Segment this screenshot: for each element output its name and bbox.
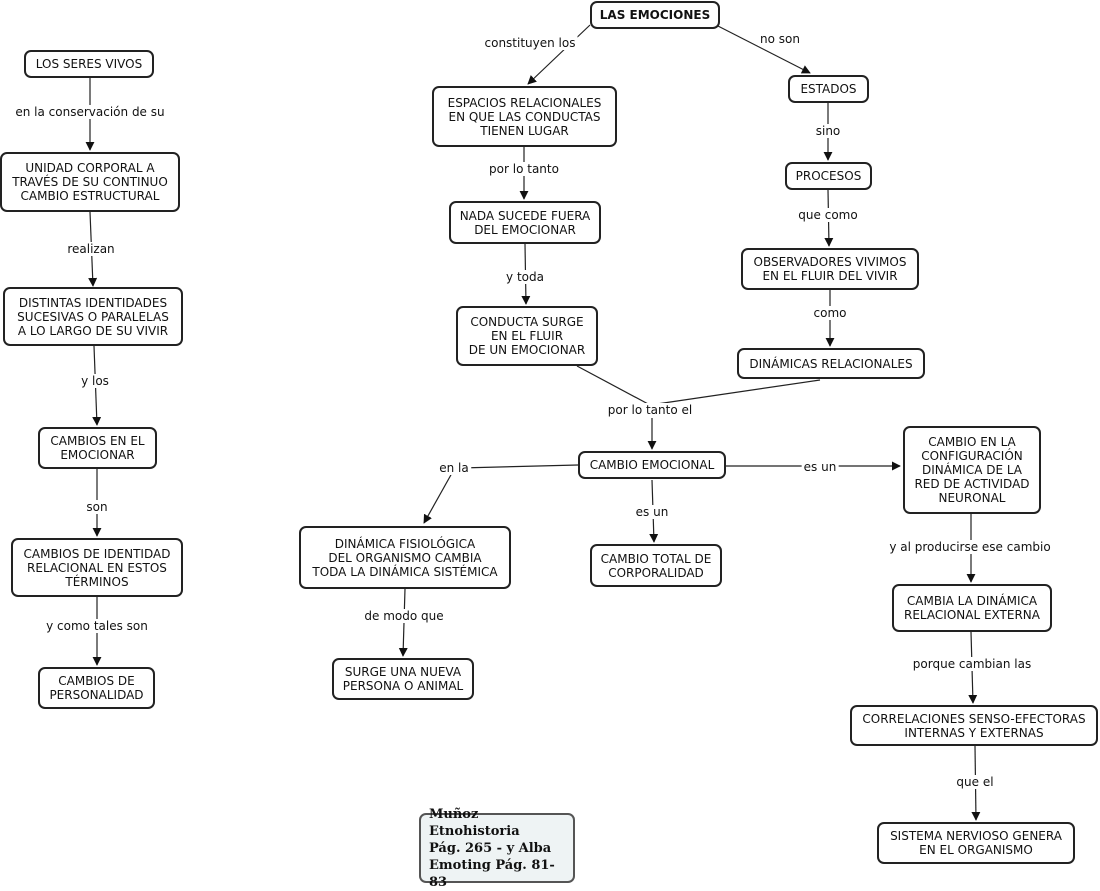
node-dinamica-fisiologica[interactable]: DINÁMICA FISIOLÓGICA DEL ORGANISMO CAMBI… [299,526,511,589]
node-seres-vivos[interactable]: LOS SERES VIVOS [24,50,154,78]
label-y-como-tales: y como tales son [44,619,150,633]
node-unidad-corporal[interactable]: UNIDAD CORPORAL A TRAVÉS DE SU CONTINUO … [0,152,180,212]
label-no-son: no son [758,32,802,46]
node-dinamicas-relacionales[interactable]: DINÁMICAS RELACIONALES [737,348,925,379]
label-porque-cambian: porque cambian las [910,657,1034,671]
node-nada-sucede[interactable]: NADA SUCEDE FUERA DEL EMOCIONAR [449,201,601,244]
node-cambios-identidad[interactable]: CAMBIOS DE IDENTIDAD RELACIONAL EN ESTOS… [11,538,183,597]
edge-dinamicas-join [649,379,821,406]
label-es-un-right: es un [801,460,839,474]
node-cambios-personalidad[interactable]: CAMBIOS DE PERSONALIDAD [38,667,155,709]
label-como: como [811,306,849,320]
node-sistema-nervioso[interactable]: SISTEMA NERVIOSO GENERA EN EL ORGANISMO [877,822,1075,864]
label-realizan: realizan [65,242,117,256]
label-en-la: en la [437,461,471,475]
label-en-conservacion: en la conservación de su [13,105,167,119]
reference-note: Muñoz Etnohistoria Pág. 265 - y Alba Emo… [419,807,575,890]
edge-cambio-fisio [459,464,579,469]
edge-conducta-join [576,365,651,406]
label-que-el: que el [954,775,996,789]
node-cambio-emocional[interactable]: CAMBIO EMOCIONAL [578,451,726,479]
node-observadores[interactable]: OBSERVADORES VIVIMOS EN EL FLUIR DEL VIV… [741,248,919,290]
label-y-toda: y toda [504,270,546,284]
node-espacios-relacionales[interactable]: ESPACIOS RELACIONALES EN QUE LAS CONDUCT… [432,86,617,147]
node-conducta-surge[interactable]: CONDUCTA SURGE EN EL FLUIR DE UN EMOCION… [456,306,598,366]
node-correlaciones[interactable]: CORRELACIONES SENSO-EFECTORAS INTERNAS Y… [850,705,1098,746]
node-estados[interactable]: ESTADOS [788,75,869,103]
node-cambia-dinamica[interactable]: CAMBIA LA DINÁMICA RELACIONAL EXTERNA [892,584,1052,632]
label-constituyen: constituyen los [482,36,578,50]
label-sino: sino [813,124,843,138]
node-procesos[interactable]: PROCESOS [785,162,872,190]
label-que-como: que como [796,208,860,222]
label-por-lo-tanto: por lo tanto [487,162,561,176]
node-distintas-identidades[interactable]: DISTINTAS IDENTIDADES SUCESIVAS O PARALE… [3,287,183,346]
label-y-al-producirse: y al producirse ese cambio [887,540,1053,554]
label-y-los: y los [79,374,111,388]
label-son: son [84,500,110,514]
label-es-un-down: es un [633,505,671,519]
edge-title-estados [715,24,811,74]
edge-title-espacios [527,24,591,85]
label-de-modo-que: de modo que [362,609,446,623]
node-cambios-emocionar[interactable]: CAMBIOS EN EL EMOCIONAR [38,427,157,469]
label-por-lo-tanto-el: por lo tanto el [605,403,695,417]
edge-fisio-arrow [423,472,453,524]
node-cambio-total[interactable]: CAMBIO TOTAL DE CORPORALIDAD [590,544,722,587]
node-surge-nueva[interactable]: SURGE UNA NUEVA PERSONA O ANIMAL [332,658,474,700]
node-las-emociones[interactable]: LAS EMOCIONES [590,1,720,29]
node-cambio-configuracion[interactable]: CAMBIO EN LA CONFIGURACIÓN DINÁMICA DE L… [903,426,1041,514]
